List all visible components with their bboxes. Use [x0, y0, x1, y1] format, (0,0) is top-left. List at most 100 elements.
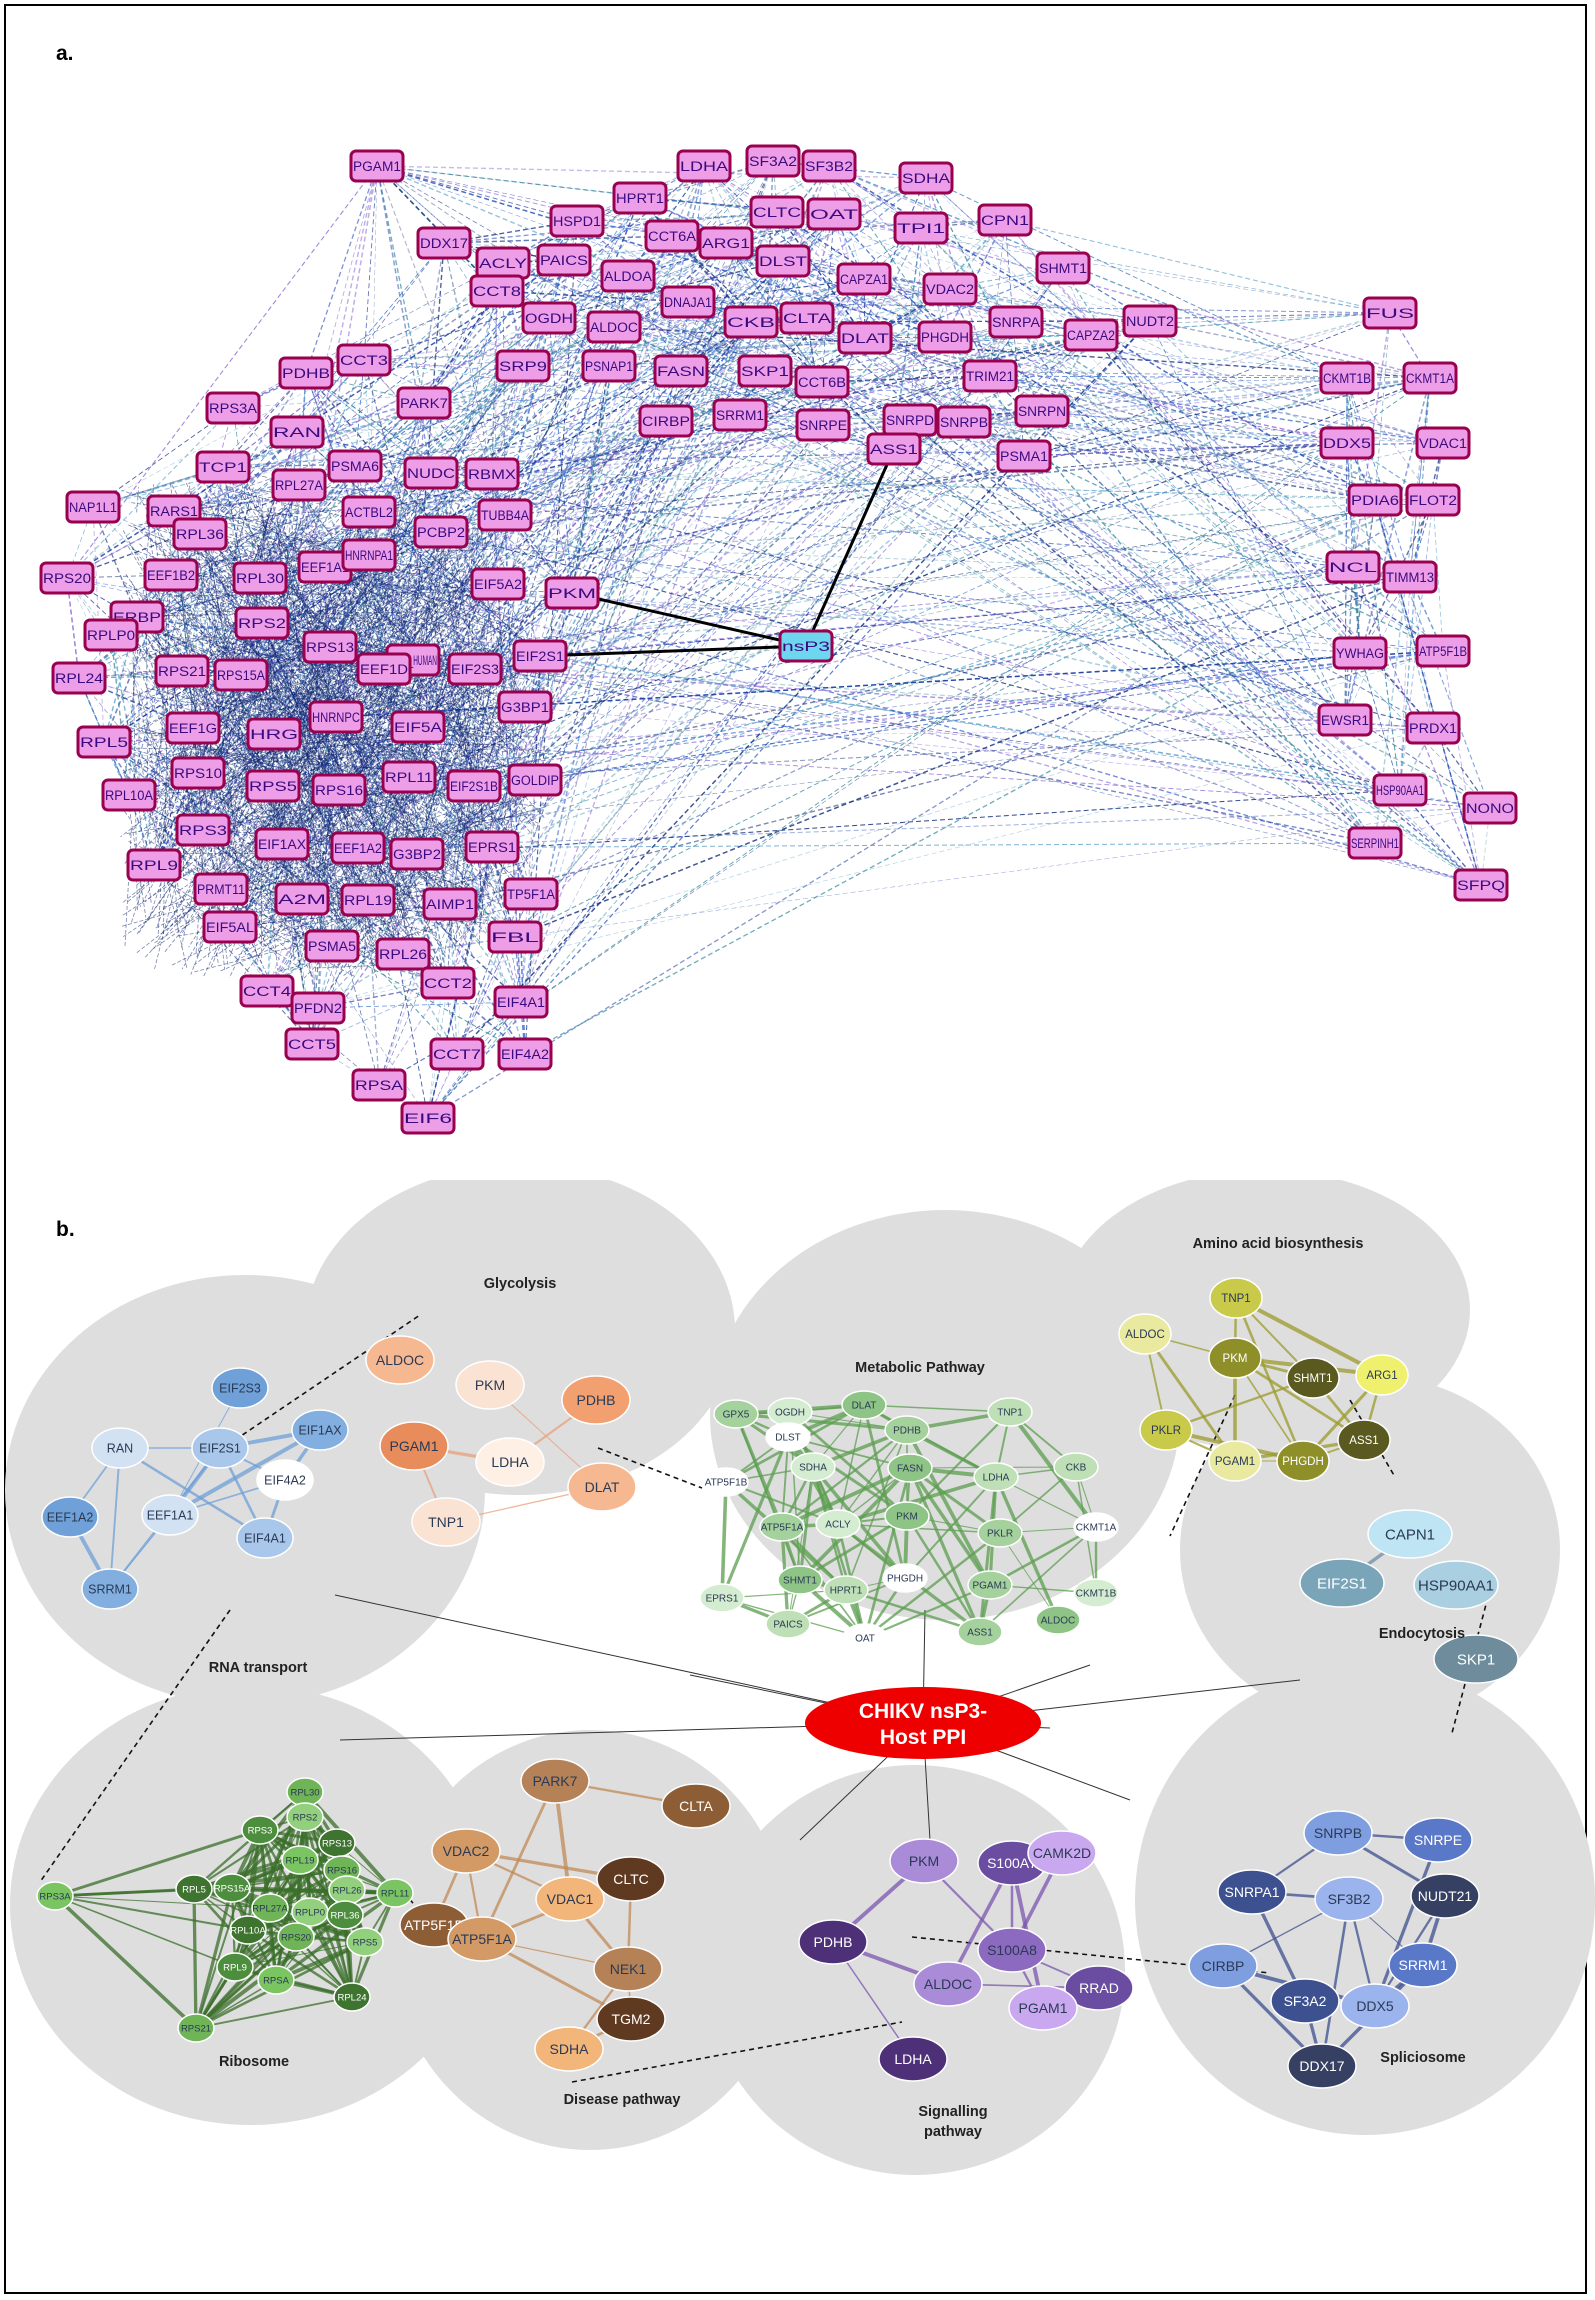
- cluster-node-skp1[interactable]: SKP1: [1433, 1634, 1519, 1684]
- node-a2m[interactable]: A2M: [274, 882, 330, 916]
- node-prdx1[interactable]: PRDX1: [1405, 711, 1461, 745]
- node-g3bp1[interactable]: G3BP1: [497, 690, 553, 724]
- node-hsp90aa1[interactable]: HSP90AA1: [1372, 773, 1428, 807]
- cluster-node-capn1[interactable]: CAPN1: [1367, 1509, 1453, 1559]
- node-nsp3[interactable]: nsP3: [778, 629, 834, 663]
- node-rps3[interactable]: RPS3: [175, 813, 231, 847]
- node-sf3b2[interactable]: SF3B2: [801, 149, 857, 183]
- node-ckb[interactable]: CKB: [723, 305, 779, 339]
- cluster-node-rplp0[interactable]: RPLP0: [291, 1897, 329, 1927]
- node-cct2[interactable]: CCT2: [420, 966, 476, 1000]
- node-ewsr1[interactable]: EWSR1: [1317, 703, 1373, 737]
- node-rbmx[interactable]: RBMX: [464, 457, 520, 491]
- cluster-node-rps2[interactable]: RPS2: [286, 1802, 324, 1832]
- cluster-node-paics[interactable]: PAICS: [765, 1609, 811, 1639]
- cluster-node-rrad[interactable]: RRAD: [1064, 1965, 1134, 2011]
- cluster-node-eif4a2[interactable]: EIF4A2: [256, 1459, 314, 1501]
- cluster-node-aldoc[interactable]: ALDOC: [1118, 1313, 1172, 1355]
- cluster-node-sdha[interactable]: SDHA: [534, 2026, 604, 2072]
- cluster-node-rps15a[interactable]: RPS15A: [213, 1873, 251, 1903]
- cluster-node-atp5f1a[interactable]: ATP5F1A: [447, 1916, 517, 1962]
- cluster-node-ass1[interactable]: ASS1: [1337, 1419, 1391, 1461]
- node-fus[interactable]: FUS: [1362, 296, 1418, 330]
- cluster-node-ldha[interactable]: LDHA: [973, 1462, 1019, 1492]
- node-serpinh1[interactable]: SERPINH1: [1347, 826, 1403, 860]
- cluster-node-eif4a1[interactable]: EIF4A1: [236, 1517, 294, 1559]
- node-tcp1[interactable]: TCP1: [195, 450, 251, 484]
- node-cct4[interactable]: CCT4: [239, 974, 295, 1008]
- node-paics[interactable]: PAICS: [536, 243, 592, 277]
- node-cct8[interactable]: CCT8: [469, 274, 525, 308]
- cluster-node-aldoc[interactable]: ALDOC: [913, 1961, 983, 2007]
- cluster-node-eif1ax[interactable]: EIF1AX: [291, 1409, 349, 1451]
- node-rpl11[interactable]: RPL11: [381, 760, 437, 794]
- cluster-node-eif2s1[interactable]: EIF2S1: [1299, 1558, 1385, 1608]
- node-skp1[interactable]: SKP1: [737, 354, 793, 388]
- node-snrpn[interactable]: SNRPN: [1014, 394, 1070, 428]
- node-cpn1[interactable]: CPN1: [977, 203, 1033, 237]
- cluster-node-pgam1[interactable]: PGAM1: [1008, 1985, 1078, 2031]
- cluster-node-snrpa1[interactable]: SNRPA1: [1217, 1869, 1287, 1915]
- cluster-node-rps3[interactable]: RPS3: [241, 1815, 279, 1845]
- node-sdha[interactable]: SDHA: [898, 161, 954, 195]
- node-rpl24[interactable]: RPL24: [51, 661, 107, 695]
- cluster-node-ass1[interactable]: ASS1: [957, 1617, 1003, 1647]
- node-timm13[interactable]: TIMM13: [1382, 560, 1438, 594]
- cluster-node-phgdh[interactable]: PHGDH: [882, 1563, 928, 1593]
- node-pkm[interactable]: PKM: [544, 576, 600, 610]
- node-dlat[interactable]: DLAT: [837, 321, 893, 355]
- node-psma5[interactable]: PSMA5: [304, 929, 360, 963]
- node-srrm1[interactable]: SRRM1: [712, 398, 768, 432]
- node-fasn[interactable]: FASN: [653, 354, 709, 388]
- cluster-node-pkm[interactable]: PKM: [455, 1360, 525, 1410]
- node-oat[interactable]: OAT: [806, 197, 862, 231]
- cluster-node-sf3a2[interactable]: SF3A2: [1270, 1978, 1340, 2024]
- node-ywhag[interactable]: YWHAG: [1332, 636, 1388, 670]
- cluster-node-pkm[interactable]: PKM: [889, 1838, 959, 1884]
- cluster-node-rpl19[interactable]: RPL19: [281, 1845, 319, 1875]
- cluster-node-acly[interactable]: ACLY: [815, 1509, 861, 1539]
- cluster-node-atp5f1b[interactable]: ATP5F1B: [703, 1467, 749, 1497]
- node-tp5f1a[interactable]: TP5F1A: [503, 877, 559, 911]
- cluster-node-rpl27a[interactable]: RPL27A: [251, 1893, 289, 1923]
- node-hrg[interactable]: HRG: [246, 717, 302, 751]
- cluster-node-vdac1[interactable]: VDAC1: [535, 1876, 605, 1922]
- cluster-node-park7[interactable]: PARK7: [520, 1758, 590, 1804]
- cluster-node-tnp1[interactable]: TNP1: [1209, 1277, 1263, 1319]
- cluster-node-aldoc[interactable]: ALDOC: [365, 1335, 435, 1385]
- cluster-node-pdhb[interactable]: PDHB: [798, 1919, 868, 1965]
- cluster-node-clta[interactable]: CLTA: [661, 1783, 731, 1829]
- cluster-node-eef1a1[interactable]: EEF1A1: [141, 1494, 199, 1536]
- cluster-node-phgdh[interactable]: PHGDH: [1276, 1440, 1330, 1482]
- cluster-node-rpl36[interactable]: RPL36: [326, 1900, 364, 1930]
- node-rpl36[interactable]: RPL36: [172, 517, 228, 551]
- node-nudc[interactable]: NUDC: [403, 456, 459, 490]
- cluster-node-hprt1[interactable]: HPRT1: [823, 1575, 869, 1605]
- cluster-node-rps13[interactable]: RPS13: [318, 1828, 356, 1858]
- cluster-node-tgm2[interactable]: TGM2: [596, 1996, 666, 2042]
- cluster-node-sdha[interactable]: SDHA: [790, 1452, 836, 1482]
- cluster-node-rpl26[interactable]: RPL26: [328, 1875, 366, 1905]
- cluster-node-gpx5[interactable]: GPX5: [713, 1399, 759, 1429]
- cluster-node-rpl30[interactable]: RPL30: [286, 1777, 324, 1807]
- node-cct3[interactable]: CCT3: [336, 343, 392, 377]
- cluster-node-ldha[interactable]: LDHA: [475, 1437, 545, 1487]
- cluster-node-eif2s1[interactable]: EIF2S1: [191, 1427, 249, 1469]
- node-vdac2[interactable]: VDAC2: [922, 272, 978, 306]
- cluster-node-cltc[interactable]: CLTC: [596, 1856, 666, 1902]
- node-cct7[interactable]: CCT7: [429, 1037, 485, 1071]
- cluster-node-rps5[interactable]: RPS5: [346, 1927, 384, 1957]
- node-cct5[interactable]: CCT5: [284, 1027, 340, 1061]
- node-sfpq[interactable]: SFPQ: [1453, 868, 1509, 902]
- node-ncl[interactable]: NCL: [1325, 550, 1381, 584]
- cluster-node-vdac2[interactable]: VDAC2: [431, 1828, 501, 1874]
- node-eif4a1[interactable]: EIF4A1: [493, 985, 549, 1019]
- cluster-node-rpl9[interactable]: RPL9: [216, 1952, 254, 1982]
- node-psma6[interactable]: PSMA6: [327, 449, 383, 483]
- node-rps15a[interactable]: RPS15A: [213, 658, 269, 692]
- node-snrpd[interactable]: SNRPD: [882, 403, 938, 437]
- cluster-node-srrm1[interactable]: SRRM1: [81, 1568, 139, 1610]
- node-eif5a[interactable]: EIF5A: [390, 710, 446, 744]
- node-goldip[interactable]: GOLDIP: [507, 763, 563, 797]
- node-vdac1[interactable]: VDAC1: [1415, 426, 1471, 460]
